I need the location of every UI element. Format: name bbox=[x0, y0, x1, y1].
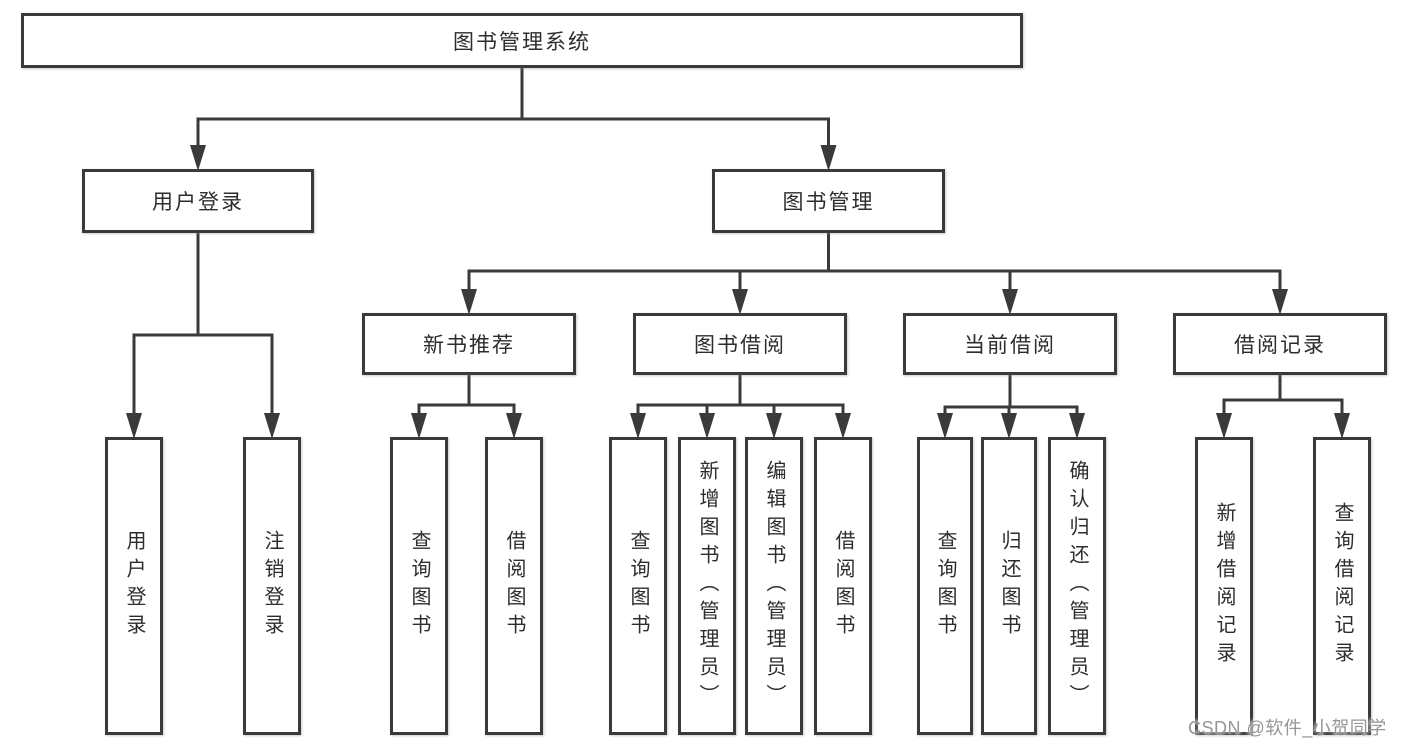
arrowhead-icon bbox=[411, 413, 427, 439]
node-query-books-recommend: 查询图书 bbox=[390, 437, 448, 735]
arrowhead-icon bbox=[461, 289, 477, 315]
arrowhead-icon bbox=[1069, 413, 1085, 439]
node-add-books-admin: 新增图书（管理员） bbox=[678, 437, 736, 735]
node-return-books: 归还图书 bbox=[981, 437, 1037, 735]
node-add-borrow-record: 新增借阅记录 bbox=[1195, 437, 1253, 735]
node-query-borrow-record: 查询借阅记录 bbox=[1313, 437, 1371, 735]
arrowhead-icon bbox=[1272, 289, 1288, 315]
arrowhead-icon bbox=[766, 413, 782, 439]
watermark: CSDN @软件_小贺同学 bbox=[1188, 718, 1387, 738]
arrowhead-icon bbox=[1216, 413, 1232, 439]
node-new-book-recommend: 新书推荐 bbox=[362, 313, 576, 375]
arrowhead-icon bbox=[1002, 289, 1018, 315]
node-user-login: 用户登录 bbox=[82, 169, 314, 233]
node-logout-leaf: 注销登录 bbox=[243, 437, 301, 735]
arrowhead-icon bbox=[732, 289, 748, 315]
node-borrow-records: 借阅记录 bbox=[1173, 313, 1387, 375]
connector-book-borrow bbox=[636, 374, 845, 419]
arrowhead-icon bbox=[1334, 413, 1350, 439]
arrowhead-icon bbox=[699, 413, 715, 439]
node-book-borrow: 图书借阅 bbox=[633, 313, 847, 375]
node-user-login-leaf: 用户登录 bbox=[105, 437, 163, 735]
arrowhead-icon bbox=[630, 413, 646, 439]
node-root: 图书管理系统 bbox=[21, 13, 1023, 68]
node-edit-books-admin: 编辑图书（管理员） bbox=[745, 437, 803, 735]
node-query-books-current: 查询图书 bbox=[917, 437, 973, 735]
node-query-books-borrow: 查询图书 bbox=[609, 437, 667, 735]
connector-user-login bbox=[132, 232, 274, 419]
arrowhead-icon bbox=[264, 413, 280, 439]
arrowhead-icon bbox=[835, 413, 851, 439]
node-borrow-books-borrow: 借阅图书 bbox=[814, 437, 872, 735]
node-book-management: 图书管理 bbox=[712, 169, 945, 233]
node-current-borrow: 当前借阅 bbox=[903, 313, 1117, 375]
arrowhead-icon bbox=[1001, 413, 1017, 439]
arrowhead-icon bbox=[190, 145, 206, 171]
node-confirm-return-admin: 确认归还（管理员） bbox=[1048, 437, 1106, 735]
node-borrow-books-recommend: 借阅图书 bbox=[485, 437, 543, 735]
connector-root bbox=[196, 67, 830, 151]
arrowhead-icon bbox=[937, 413, 953, 439]
connector-book-management bbox=[467, 232, 1282, 295]
connector-new-book-recommend bbox=[417, 374, 516, 419]
arrowhead-icon bbox=[506, 413, 522, 439]
connector-current-borrow bbox=[943, 374, 1079, 419]
arrowhead-icon bbox=[820, 145, 837, 171]
connector-borrow-records bbox=[1222, 374, 1344, 419]
arrowhead-icon bbox=[126, 413, 142, 439]
